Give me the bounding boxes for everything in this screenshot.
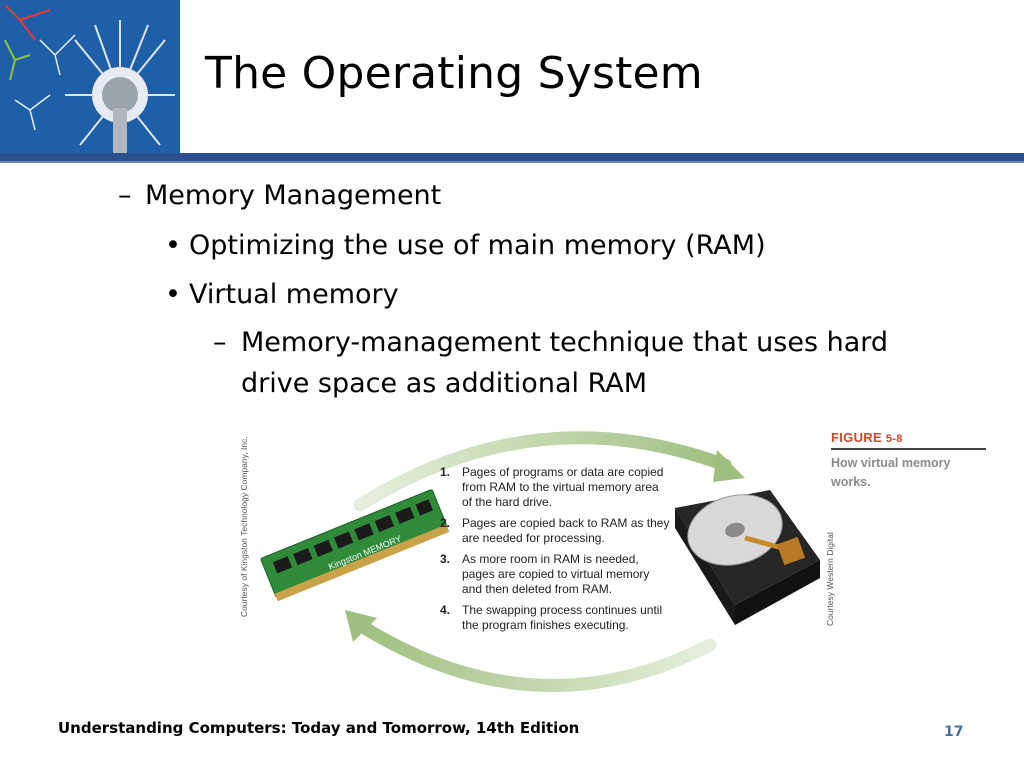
- bullet-marker: •: [165, 230, 181, 261]
- page-number: 17: [944, 724, 964, 740]
- slide-title: The Operating System: [205, 48, 703, 99]
- hard-drive-icon: [675, 490, 820, 625]
- bullet-marker: •: [165, 279, 181, 310]
- step-number: 4.: [440, 603, 451, 617]
- bullet-level3-continuation: drive space as additional RAM: [241, 368, 648, 399]
- dandelion-logo-icon: [0, 0, 180, 155]
- virtual-memory-figure: Kingston MEMORY 1. Pages of programs or …: [235, 420, 995, 700]
- step-text: As more room in RAM is needed, pages are…: [462, 552, 650, 596]
- ram-module-icon: [260, 489, 450, 602]
- figure-illustration: Kingston MEMORY: [260, 431, 820, 692]
- figure-caption: FIGURE 5-8 How virtual memory works.: [831, 430, 991, 492]
- step-item: 4. The swapping process continues until …: [440, 603, 670, 633]
- step-number: 1.: [440, 465, 451, 479]
- figure-caption-rule: [831, 448, 986, 450]
- step-text: The swapping process continues until the…: [462, 603, 663, 632]
- bullet-level2: • Virtual memory: [165, 279, 399, 310]
- top-arrow-icon: [353, 431, 745, 512]
- bullet-text: Memory Management: [145, 180, 442, 211]
- dash-marker: –: [213, 327, 227, 358]
- figure-label: FIGURE 5-8: [831, 430, 991, 445]
- bullet-text: Optimizing the use of main memory (RAM): [189, 230, 766, 261]
- step-number: 3.: [440, 552, 451, 566]
- footer-text: Understanding Computers: Today and Tomor…: [58, 719, 580, 737]
- credit-kingston: Courtesy of Kingston Technology Company,…: [239, 436, 249, 617]
- bullet-text: Virtual memory: [189, 279, 399, 310]
- credit-western-digital: Courtesy Western Digital: [825, 532, 835, 626]
- step-text: Pages of programs or data are copied fro…: [462, 465, 664, 509]
- figure-label-number: 5-8: [885, 433, 903, 445]
- steps-list: 1. Pages of programs or data are copied …: [440, 465, 670, 639]
- bullet-text: Memory-management technique that uses ha…: [241, 327, 889, 358]
- bullet-level3: –Memory-management technique that uses h…: [213, 327, 888, 358]
- step-number: 2.: [440, 516, 451, 530]
- bottom-arrow-icon: [345, 610, 717, 692]
- dash-marker: –: [118, 180, 132, 211]
- bullet-level2: • Optimizing the use of main memory (RAM): [165, 230, 766, 261]
- header-divider-accent: [0, 161, 1024, 163]
- bullet-level1: –Memory Management: [118, 180, 441, 211]
- header-divider: [0, 153, 1024, 161]
- step-item: 3. As more room in RAM is needed, pages …: [440, 552, 670, 597]
- step-item: 2. Pages are copied back to RAM as they …: [440, 516, 670, 546]
- figure-caption-text: How virtual memory works.: [831, 456, 951, 489]
- header-logo: [0, 0, 180, 155]
- step-item: 1. Pages of programs or data are copied …: [440, 465, 670, 510]
- step-text: Pages are copied back to RAM as they are…: [462, 516, 670, 545]
- figure-label-word: FIGURE: [831, 430, 882, 445]
